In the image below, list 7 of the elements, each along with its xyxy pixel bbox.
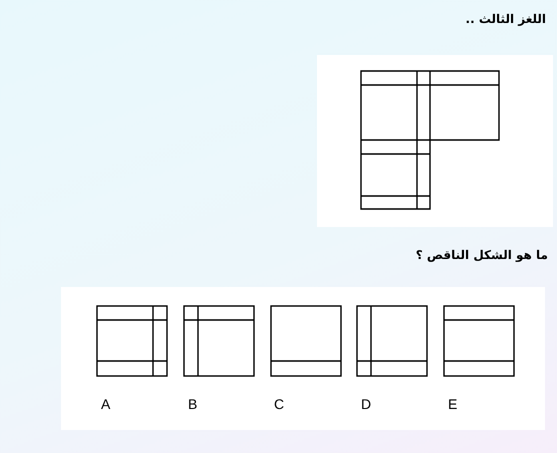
puzzle-title: اللغز الثالث .. <box>466 12 546 27</box>
option-letter: B <box>188 397 198 411</box>
question-text: ما هو الشكل الناقص ؟ <box>416 248 548 263</box>
option-letter: E <box>448 397 458 411</box>
option-letter: C <box>274 397 284 411</box>
option-letter: A <box>101 397 110 411</box>
option-letter: D <box>361 397 372 411</box>
